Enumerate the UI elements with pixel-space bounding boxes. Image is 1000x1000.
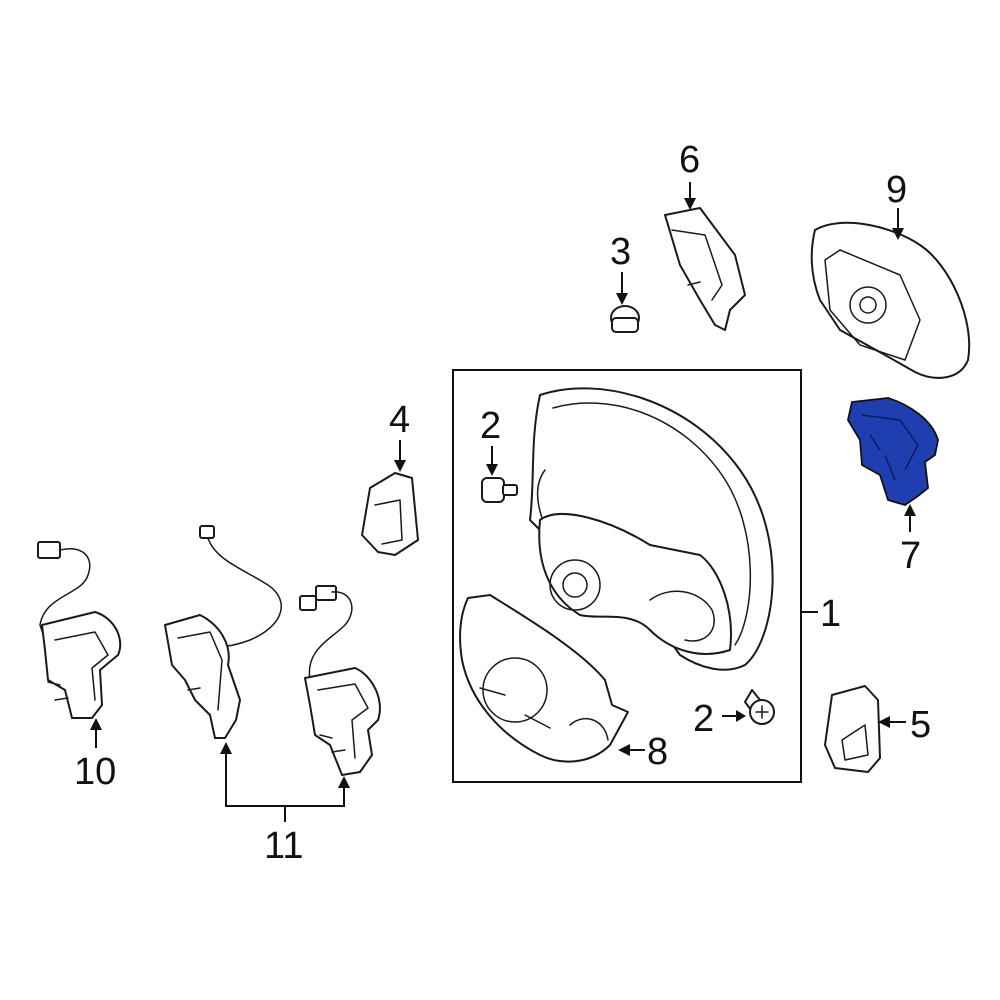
- steering-wheel-part[interactable]: [529, 387, 774, 671]
- callout-8: 8: [647, 731, 668, 773]
- assembly-box: [452, 369, 802, 783]
- lower-cover-part[interactable]: [459, 594, 629, 763]
- callout-5: 5: [910, 704, 931, 746]
- switch-part-10[interactable]: [37, 541, 122, 719]
- airbag-part[interactable]: [810, 221, 971, 379]
- callout-10: 10: [74, 751, 116, 793]
- leader-lines: [90, 182, 916, 822]
- switch-cover-part[interactable]: [824, 685, 881, 773]
- stud-part-upper[interactable]: [481, 477, 518, 503]
- callout-3: 3: [610, 231, 631, 273]
- callout-2-lower: 2: [693, 698, 714, 740]
- callout-9: 9: [886, 169, 907, 211]
- callout-4: 4: [389, 399, 410, 441]
- switch-part-11-left[interactable]: [164, 525, 282, 739]
- callout-6: 6: [679, 139, 700, 181]
- callout-7: 7: [900, 535, 921, 577]
- callout-1: 1: [820, 593, 841, 635]
- callout-2-upper: 2: [480, 405, 501, 447]
- callout-11: 11: [264, 825, 303, 867]
- nut-part[interactable]: [610, 305, 640, 333]
- screw-part-lower[interactable]: [744, 689, 775, 725]
- switch-part-highlighted[interactable]: [847, 397, 939, 506]
- switch-part-11-right[interactable]: [299, 585, 381, 776]
- bracket-part[interactable]: [361, 472, 419, 556]
- trim-part[interactable]: [664, 207, 746, 331]
